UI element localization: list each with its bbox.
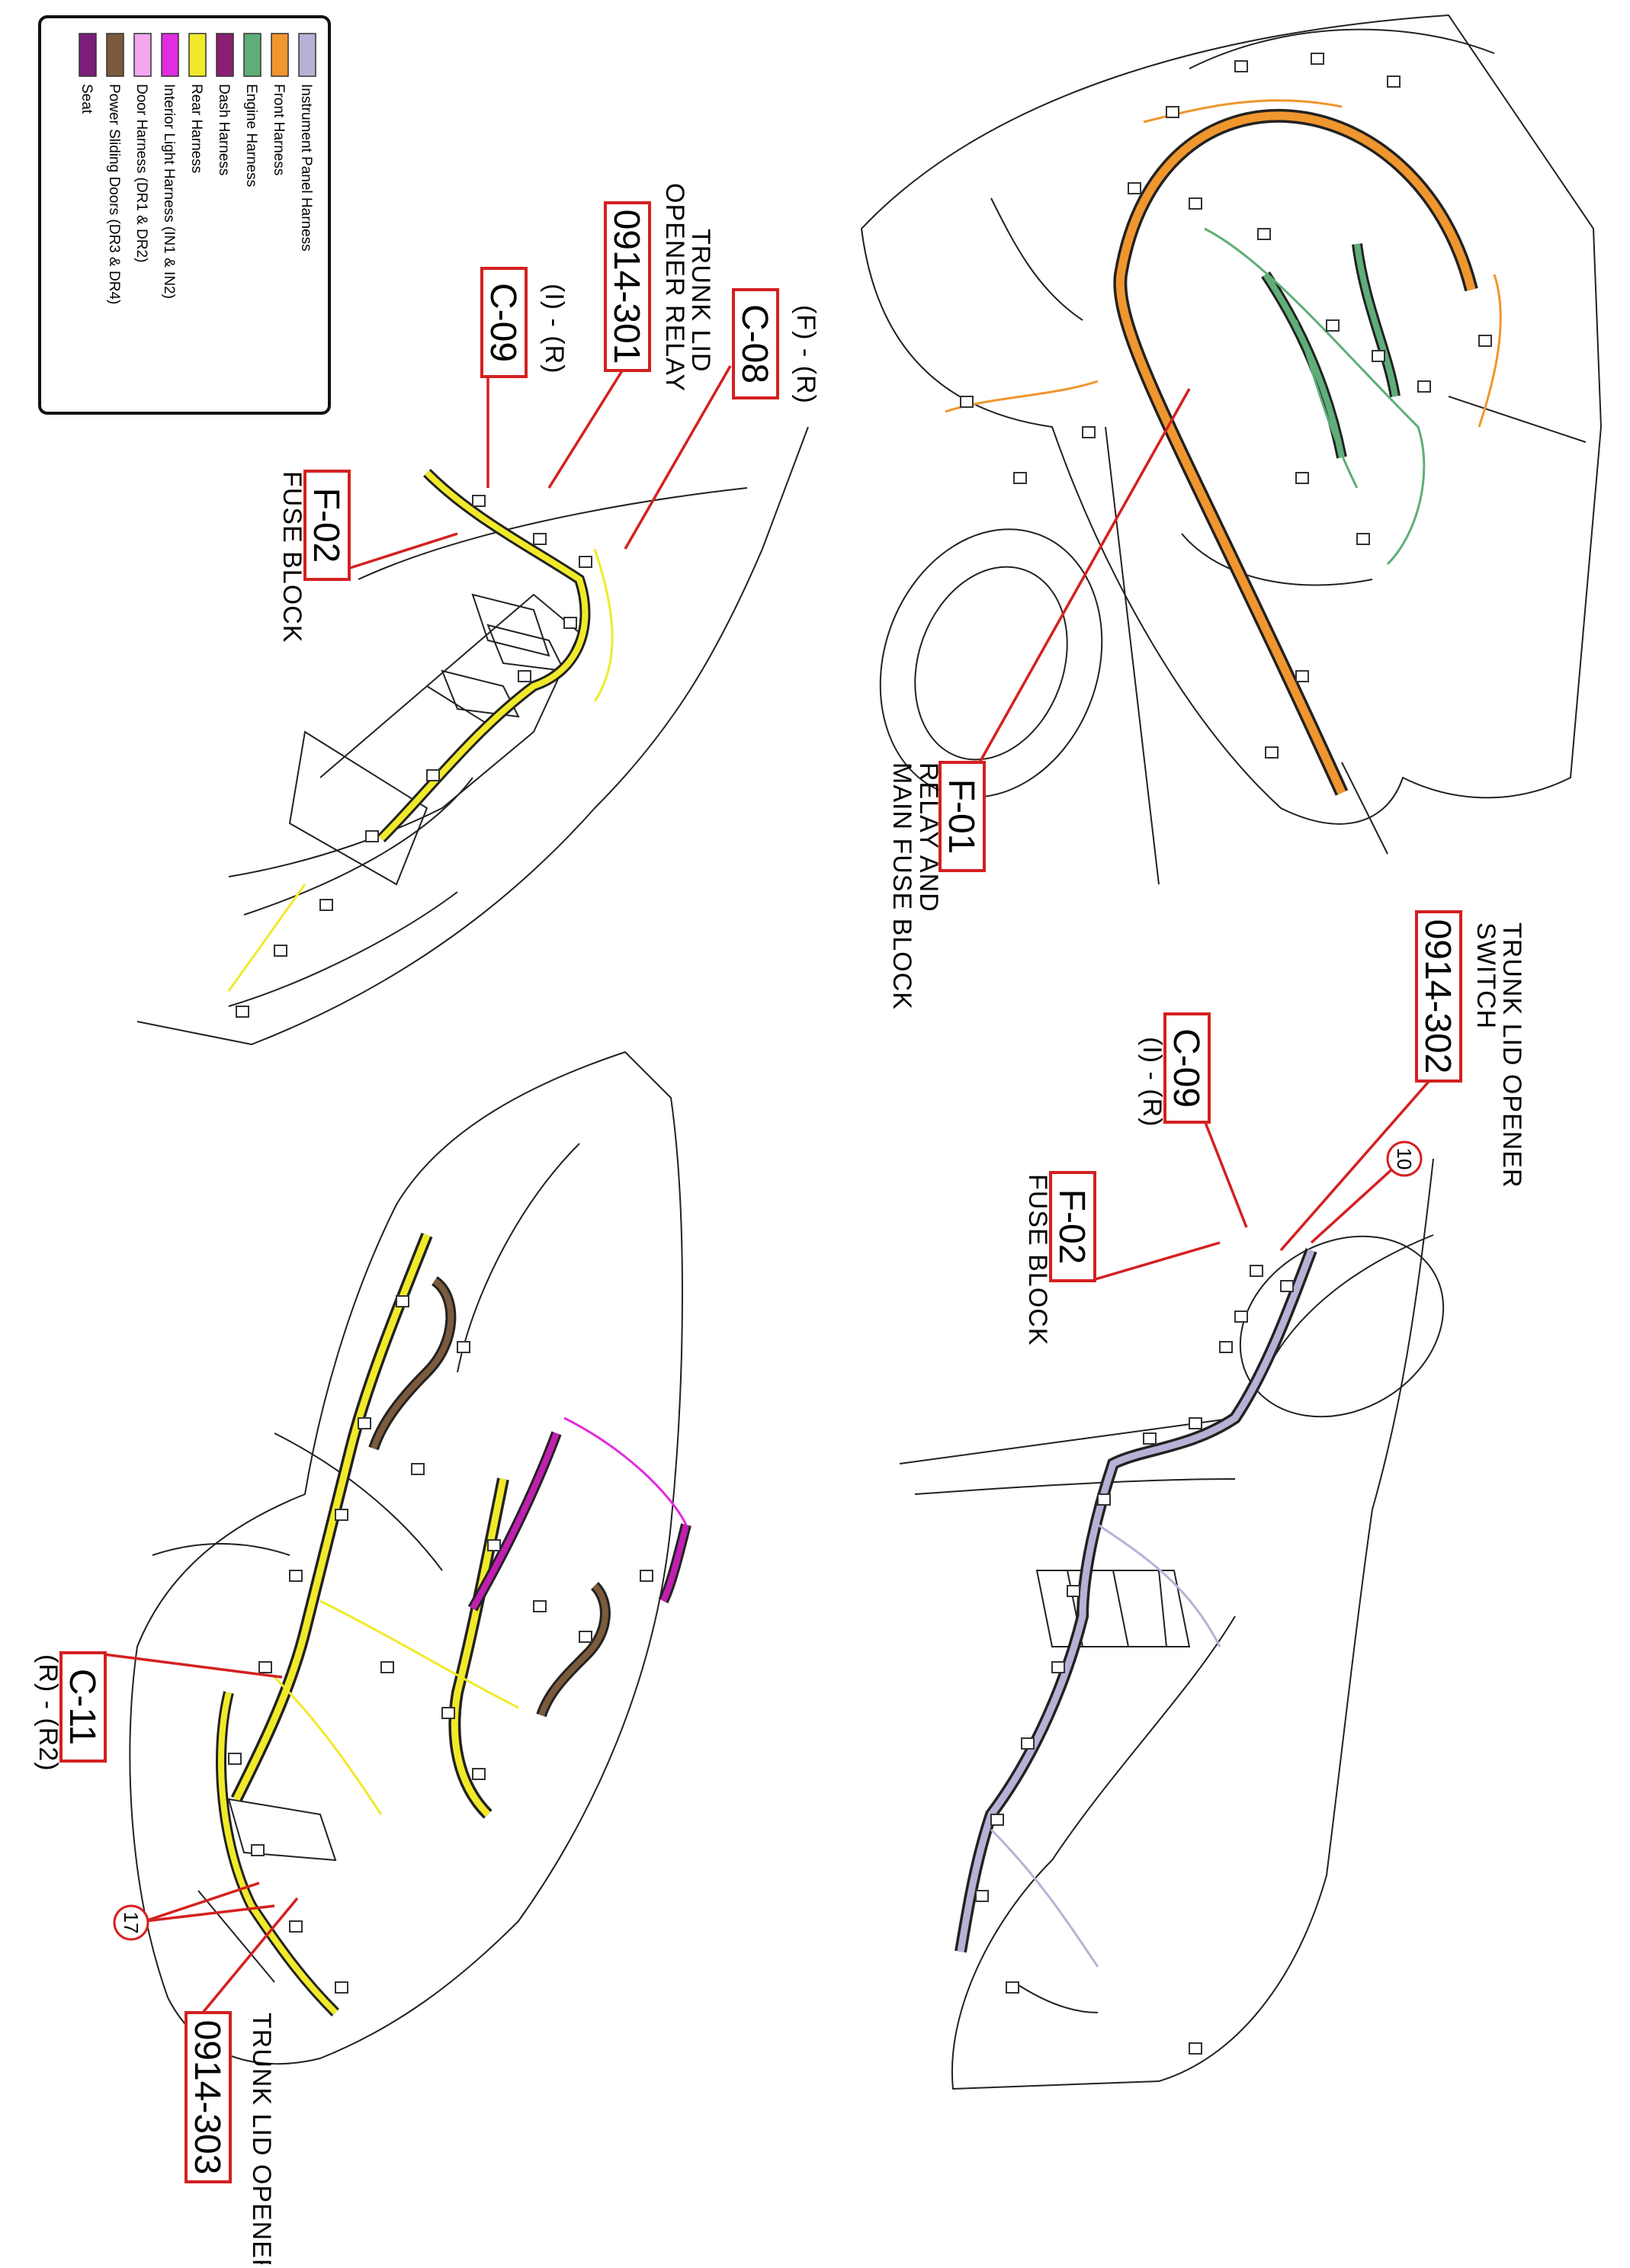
legend-swatch	[243, 33, 262, 77]
switch-code: 0914-302	[1417, 919, 1458, 1074]
callout-10: 10	[1310, 1140, 1423, 1244]
c09a-sub: (I) - (R)	[540, 284, 569, 374]
callout-17: 17	[113, 1881, 275, 1941]
f02b-label: F-02 FUSE BLOCK	[1023, 1171, 1221, 1346]
opener-label: 0914-303 TRUNK LID OPENER	[184, 1897, 299, 2268]
f02a-desc: FUSE BLOCK	[278, 471, 306, 643]
legend-label: Instrument Panel Harness	[298, 84, 314, 252]
opener-code: 0914-303	[187, 2020, 227, 2175]
legend-swatch	[216, 33, 234, 77]
opener-desc: TRUNK LID OPENER	[247, 2013, 276, 2264]
legend: Instrument Panel Harness Front Harness Eng…	[38, 15, 331, 415]
legend-label: Power Sliding Doors (DR3 & DR4)	[106, 84, 122, 304]
f02b-code: F-02	[1051, 1189, 1092, 1265]
relay-desc-1: TRUNK LID	[686, 229, 715, 372]
legend-swatch	[188, 33, 207, 77]
legend-swatch	[79, 33, 97, 77]
c11-code: C-11	[62, 1669, 102, 1745]
relay-desc-2: OPENER RELAY	[660, 183, 689, 392]
f02a-label: F-02 FUSE BLOCK	[278, 470, 458, 643]
instrument-panel-view	[899, 1158, 1445, 2090]
relay-code: 0914-301	[606, 210, 647, 364]
f02b-desc: FUSE BLOCK	[1023, 1174, 1052, 1346]
c08-code: C-08	[734, 304, 775, 383]
switch-desc-2: SWITCH	[1471, 922, 1500, 1029]
c09b-label: C-09 (I) - (R)	[1137, 1012, 1248, 1228]
f01-code: F-01	[941, 779, 981, 855]
switch-label: 0914-302 TRUNK LID OPENER SWITCH	[1279, 910, 1526, 1252]
legend-label: Interior Light Harness (IN1 & IN2)	[161, 84, 177, 299]
engine-bay-view	[860, 14, 1603, 885]
c11-sub: (R) - (R2)	[34, 1654, 63, 1772]
legend-label: Dash Harness	[216, 84, 232, 175]
legend-swatch	[298, 33, 316, 77]
f02a-code: F-02	[306, 488, 346, 563]
legend-label: Engine Harness	[243, 84, 259, 187]
c09b-code: C-09	[1166, 1028, 1206, 1108]
c09a-code: C-09	[483, 283, 523, 362]
legend-label: Door Harness (DR1 & DR2)	[133, 84, 149, 262]
legend-label: Seat	[79, 84, 95, 114]
callout-17-text: 17	[120, 1912, 143, 1934]
legend-swatch	[133, 33, 152, 77]
c09b-sub: (I) - (R)	[1137, 1037, 1166, 1128]
relay-label: 0914-301 TRUNK LID OPENER RELAY	[547, 183, 715, 489]
f01-label: F-01 RELAY AND MAIN FUSE BLOCK	[887, 388, 1191, 1010]
legend-label: Front Harness	[271, 84, 287, 175]
legend-swatch	[271, 33, 289, 77]
rear-vehicle-view	[129, 1051, 691, 2065]
c09a-label: C-09 (I) - (R)	[480, 267, 569, 488]
legend-swatch	[106, 33, 124, 77]
callout-10-text: 10	[1393, 1148, 1416, 1170]
c11-label: C-11 (R) - (R2)	[34, 1651, 283, 1772]
f01-desc-2: MAIN FUSE BLOCK	[887, 762, 916, 1010]
c08-sub: (F) - (R)	[791, 305, 820, 404]
c08-label: C-08 (F) - (R)	[624, 288, 820, 550]
legend-swatch	[161, 33, 179, 77]
dash-view	[136, 426, 809, 1046]
switch-desc-1: TRUNK LID OPENER	[1497, 922, 1526, 1189]
f01-desc-1: RELAY AND	[914, 762, 943, 913]
legend-label: Rear Harness	[188, 84, 204, 173]
